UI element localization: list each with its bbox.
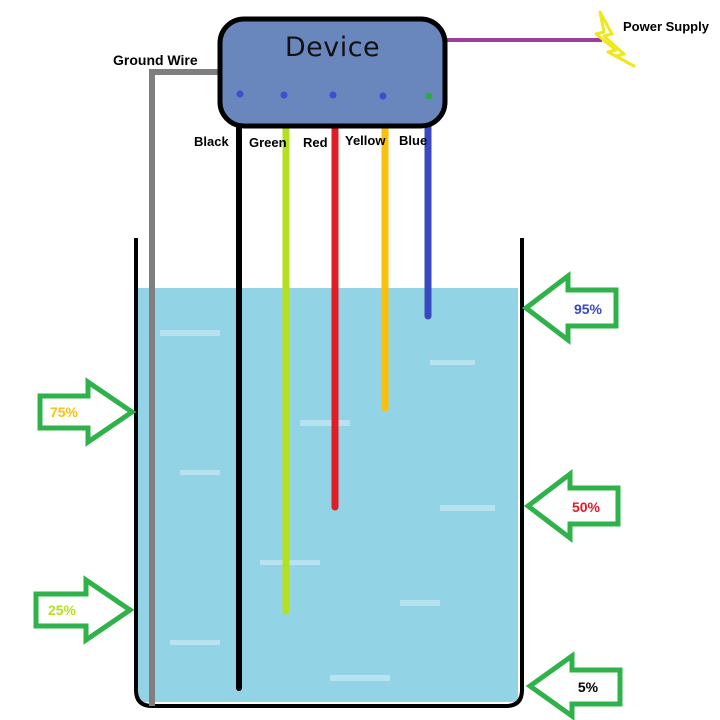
- level-label-25: 25%: [47, 602, 77, 618]
- ground-wire-label: Ground Wire: [113, 52, 198, 68]
- connector-dot: [236, 90, 244, 98]
- level-arrow-5: [525, 651, 623, 720]
- connector-dot: [425, 92, 433, 100]
- level-label-50: 50%: [571, 499, 601, 515]
- water-fill: [138, 288, 518, 702]
- water-texture: [160, 330, 495, 681]
- level-label-75: 75%: [49, 404, 79, 420]
- tank-outline: [134, 238, 524, 708]
- connector-dot: [379, 92, 387, 100]
- level-arrow-95: [521, 270, 619, 346]
- probe-label-yellow: Yellow: [345, 133, 386, 148]
- level-arrow-75: [37, 377, 137, 447]
- device-box: [217, 16, 448, 129]
- connector-dot: [280, 91, 288, 99]
- level-arrow-25: [33, 575, 135, 645]
- connector-dots: [236, 90, 433, 100]
- level-label-5: 5%: [577, 679, 599, 695]
- level-label-95: 95%: [573, 301, 603, 317]
- device-title: Device: [284, 32, 381, 63]
- ground-wire: [149, 69, 224, 706]
- probe-label-blue: Blue: [399, 133, 428, 148]
- probe-label-red: Red: [303, 135, 328, 150]
- connector-dot: [329, 91, 337, 99]
- power-supply-label: Power Supply: [623, 19, 709, 34]
- probe-label-black: Black: [194, 134, 229, 149]
- probe-label-green: Green: [249, 135, 287, 150]
- level-arrow-50: [523, 468, 621, 544]
- lightning-bolt-icon: [594, 10, 636, 68]
